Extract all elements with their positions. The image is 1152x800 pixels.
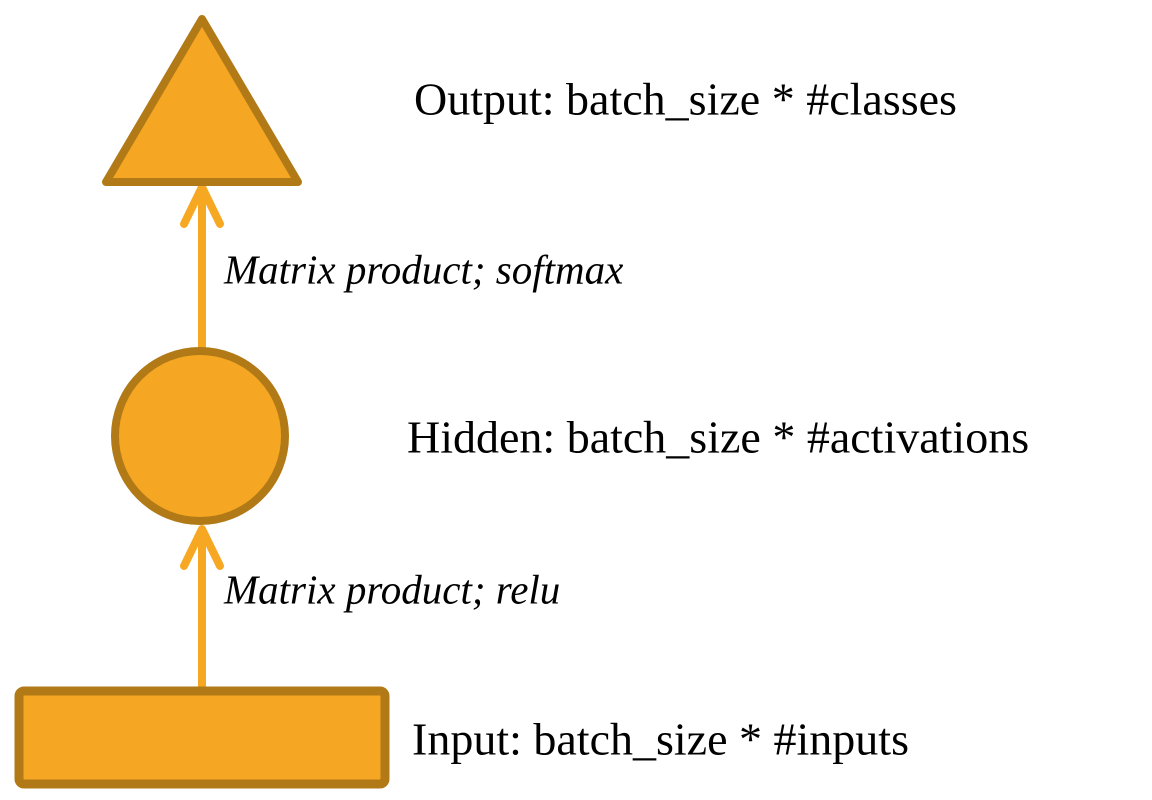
output-triangle-shape xyxy=(102,15,302,186)
arrow-input-to-hidden xyxy=(180,525,224,692)
arrow-head-icon xyxy=(180,183,224,228)
input-layer-label: Input: batch_size * #inputs xyxy=(412,713,909,765)
arrow-hidden-to-output xyxy=(180,183,224,351)
edge-label-softmax: Matrix product; softmax xyxy=(224,246,624,293)
hidden-layer-label: Hidden: batch_size * #activations xyxy=(407,411,1030,463)
arrow-head-icon xyxy=(180,525,224,570)
input-rectangle-shape xyxy=(14,686,390,789)
hidden-circle-shape xyxy=(111,347,289,525)
output-layer-label: Output: batch_size * #classes xyxy=(414,73,957,125)
edge-label-relu: Matrix product; relu xyxy=(224,566,561,613)
